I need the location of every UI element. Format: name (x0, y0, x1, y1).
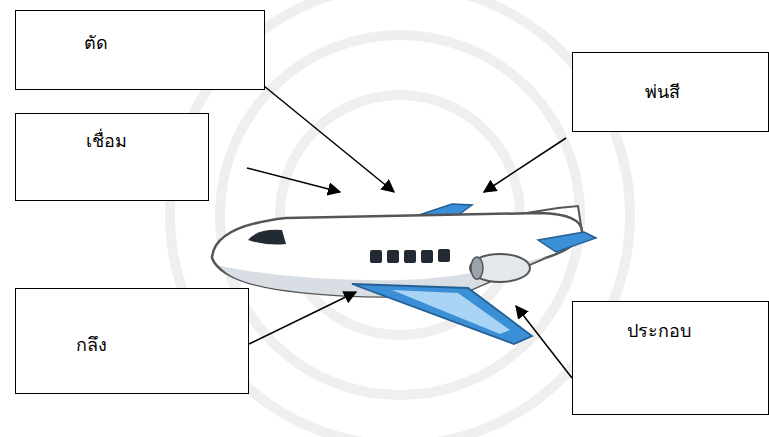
process-box: พ่นสี (572, 52, 769, 132)
process-label: เชื่อม (86, 129, 127, 152)
tail-stabilizer (538, 232, 596, 252)
engine (470, 254, 530, 282)
leader-arrow (516, 306, 572, 378)
leader-arrow (484, 138, 566, 192)
process-box: ตัด (15, 10, 265, 90)
leader-arrow (264, 86, 394, 192)
process-box: กลึง (15, 288, 249, 394)
leader-arrow (247, 168, 340, 192)
process-label: ตัด (84, 31, 108, 54)
process-label: กลึง (76, 333, 107, 356)
leader-arrow (249, 292, 356, 344)
process-label: ประกอบ (627, 319, 691, 342)
near-wing (352, 284, 532, 344)
engine-intake (471, 257, 483, 279)
process-box: เชื่อม (15, 113, 209, 201)
cockpit-window (248, 230, 286, 245)
process-box: ประกอบ (572, 301, 769, 415)
wing-highlight (392, 290, 510, 334)
process-label: พ่นสี (645, 80, 680, 103)
leader-arrows (247, 86, 572, 378)
fuselage (212, 213, 582, 297)
cabin-windows (370, 249, 450, 263)
